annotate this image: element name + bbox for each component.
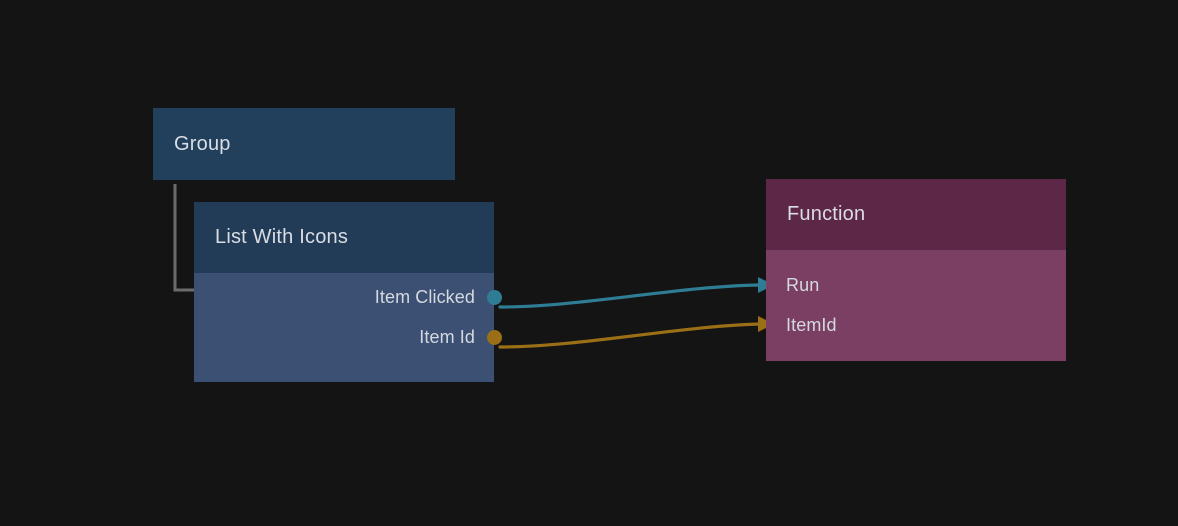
group-child-bracket: [173, 184, 196, 292]
input-port-itemid-label: ItemId: [786, 315, 837, 335]
edge-item-id-itemid: [498, 316, 774, 349]
output-port-item-clicked[interactable]: Item Clicked: [375, 287, 502, 308]
node-function-title: Function: [787, 203, 866, 225]
input-port-itemid[interactable]: ItemId: [786, 315, 837, 336]
port-dot-icon[interactable]: [487, 290, 502, 305]
output-port-item-id-label: Item Id: [419, 327, 475, 347]
node-function[interactable]: Function Run ItemId: [766, 179, 1066, 361]
node-function-header[interactable]: Function: [766, 179, 1066, 250]
input-port-run[interactable]: Run: [786, 275, 819, 296]
edge-item-clicked-run: [498, 277, 774, 309]
node-group[interactable]: Group: [153, 108, 455, 180]
input-port-run-label: Run: [786, 275, 820, 295]
output-port-item-id[interactable]: Item Id: [419, 327, 502, 348]
port-dot-icon[interactable]: [487, 330, 502, 345]
node-list-with-icons-title: List With Icons: [215, 226, 349, 248]
node-list-with-icons-header[interactable]: List With Icons: [194, 202, 494, 273]
node-group-title: Group: [174, 132, 231, 155]
node-group-header[interactable]: Group: [153, 108, 455, 180]
node-function-body: Run ItemId: [766, 250, 1066, 361]
node-list-with-icons-body: Item Clicked Item Id: [194, 273, 502, 382]
node-list-with-icons[interactable]: List With Icons Item Clicked Item Id: [194, 202, 502, 382]
output-port-item-clicked-label: Item Clicked: [374, 287, 475, 307]
